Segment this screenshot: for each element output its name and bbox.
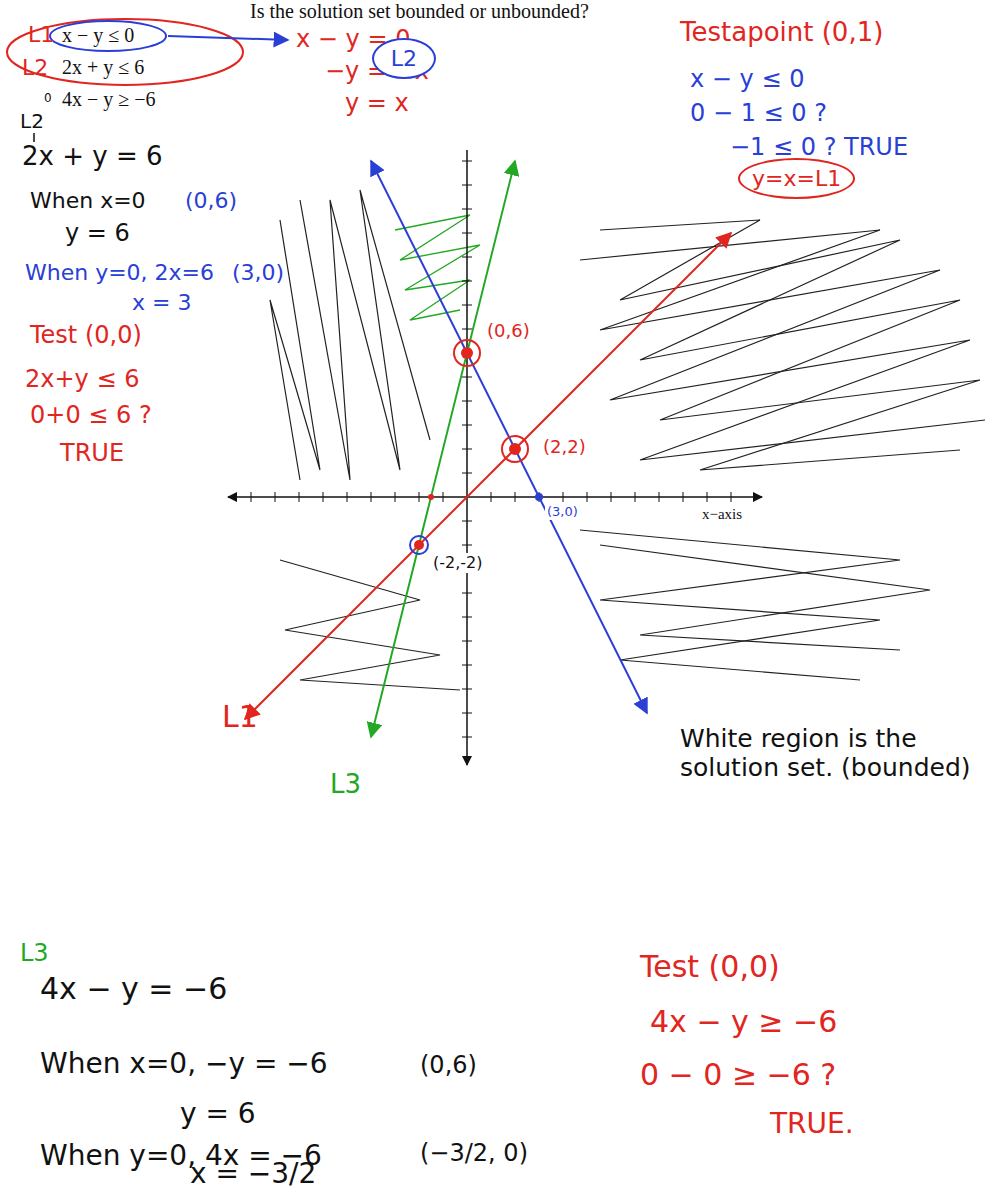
equation-step: y = 6: [65, 220, 130, 248]
axis-ticks: [251, 161, 731, 737]
test-step: 2x+y ≤ 6: [25, 366, 139, 394]
test-step: x − y ≤ 0: [690, 66, 804, 94]
vertex-dot: [509, 443, 521, 455]
note: 0: [44, 92, 52, 106]
vertex-dot: [414, 540, 424, 550]
equation-step: 4x − y = −6: [40, 972, 227, 1007]
line-l2: [371, 161, 647, 713]
node-text: y=x=L1: [752, 166, 841, 191]
circled-line-name: y=x=L1: [738, 158, 855, 199]
test-step: 0+0 ≤ 6 ?: [30, 402, 152, 430]
vertex-label: (0,6): [484, 320, 533, 343]
blue-loop: [50, 21, 166, 51]
node-text: (2,2): [543, 436, 586, 457]
vertex-label: (2,2): [540, 436, 589, 459]
test-result: TRUE.: [770, 1108, 854, 1140]
vertex-loop: [410, 536, 428, 554]
line-name: L3: [20, 940, 49, 968]
test-step: −1 ≤ 0 ? TRUE: [730, 134, 908, 162]
conclusion-note: White region is the solution set. (bound…: [680, 725, 980, 783]
pointer-arrow: [168, 36, 288, 40]
line-name: L3: [330, 770, 361, 800]
equation-step: y = 6: [180, 1098, 256, 1130]
vertex-dot: [461, 347, 473, 359]
red-loop: [7, 19, 243, 85]
question-title: Is the solution set bounded or unbounded…: [250, 0, 589, 23]
line-name: L1: [222, 700, 258, 735]
circled-line-name: L2: [372, 38, 436, 79]
inequality: 4x − y ≥ −6: [62, 88, 156, 111]
test-step: 0 − 0 ≥ −6 ?: [640, 1058, 836, 1093]
equation-step: y = x: [345, 90, 409, 118]
pointer-tick: [33, 133, 35, 142]
node-text: L2: [391, 46, 417, 71]
equation-step: When x=0, −y = −6: [40, 1048, 328, 1080]
point-label: (−3/2, 0): [420, 1140, 528, 1168]
inequality: x − y ≤ 0: [62, 24, 134, 47]
test-result: TRUE: [60, 440, 124, 468]
shading-scribble: [270, 190, 985, 690]
point-label: (3,0): [545, 505, 580, 520]
axes: [228, 150, 762, 765]
line-name: L1: [28, 22, 54, 47]
vertex-label: (-2,-2): [430, 553, 485, 573]
node-text: (-2,-2): [433, 553, 482, 572]
equation-step: When x=0: [30, 188, 146, 213]
line-l1: [245, 233, 731, 719]
point-label: (0,6): [185, 188, 237, 213]
test-heading: Test (0,0): [30, 322, 142, 350]
test-heading: Testapoint (0,1): [680, 18, 883, 48]
vertex-loop: [502, 436, 528, 462]
equation-step: When y=0, 2x=6: [25, 260, 214, 285]
test-heading: Test (0,0): [640, 950, 780, 985]
inequality: 2x + y ≤ 6: [62, 56, 144, 79]
vertex-loop: [454, 340, 480, 366]
point-label: (0,6): [420, 1052, 477, 1080]
line-name: L2: [20, 110, 44, 133]
equation-step: x = −3/2: [190, 1158, 316, 1190]
point-label: (3,0): [232, 260, 284, 285]
node-text: (0,6): [487, 320, 530, 341]
line-l3: [371, 161, 515, 737]
intercept-dot: [535, 493, 543, 501]
test-step: 4x − y ≥ −6: [650, 1005, 837, 1040]
equation-step: x = 3: [132, 290, 191, 315]
equation-step: 2x + y = 6: [22, 142, 163, 172]
intercept-dot: [428, 494, 434, 500]
line-name: L2: [22, 55, 48, 80]
test-step: 0 − 1 ≤ 0 ?: [690, 100, 827, 128]
axis-label: x−axis: [700, 506, 744, 523]
